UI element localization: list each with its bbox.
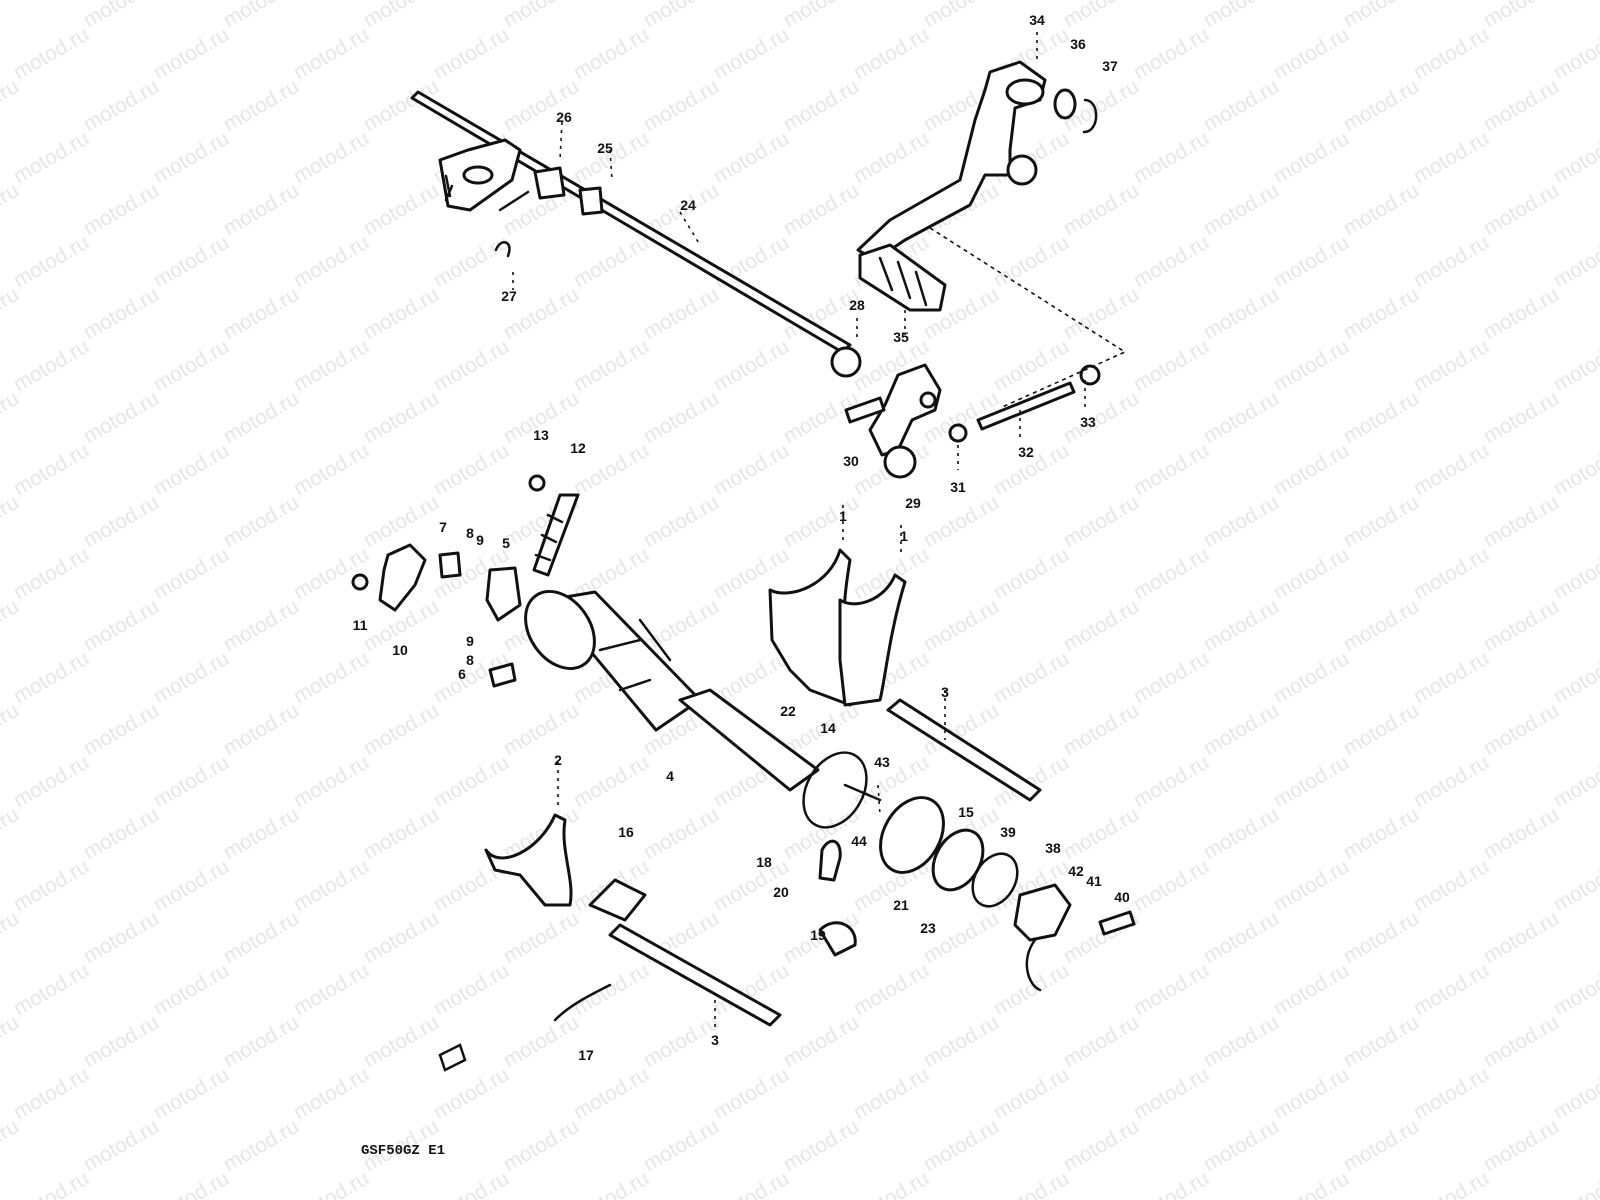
- part-number-label: 23: [920, 920, 936, 936]
- gearshift-cam-drum: [524, 590, 820, 792]
- part-number-label: 27: [501, 288, 517, 304]
- part-number-label: 16: [618, 824, 634, 840]
- part-number-label: 3: [711, 1032, 719, 1048]
- part-number-label: 33: [1080, 414, 1096, 430]
- part-number-label: 3: [941, 684, 949, 700]
- part-number-label: 19: [810, 927, 826, 943]
- part-number-label: 43: [874, 754, 890, 770]
- part-number-label: 41: [1086, 873, 1102, 889]
- part-number-label: 25: [597, 140, 613, 156]
- part-number-label: 39: [1000, 824, 1016, 840]
- leader-lines: [512, 32, 1086, 1030]
- cam-stopper-cluster: [802, 751, 1136, 992]
- diagram-code: GSF50GZ E1: [361, 1143, 446, 1159]
- gearshift-pedal: [856, 60, 1098, 312]
- part-number-label: 32: [1018, 444, 1034, 460]
- gearshift-shaft: [410, 90, 862, 378]
- part-number-label: 24: [680, 197, 696, 213]
- part-number-label: 28: [849, 297, 865, 313]
- return-spring: [438, 983, 612, 1072]
- part-number-label: 15: [958, 804, 974, 820]
- part-number-label: 38: [1045, 840, 1061, 856]
- part-number-label: 10: [392, 642, 408, 658]
- part-number-label: 31: [950, 479, 966, 495]
- part-number-label: 5: [502, 535, 510, 551]
- shift-link-assembly: [844, 227, 1127, 479]
- part-number-label: 11: [352, 617, 368, 633]
- stopper-parts: [351, 474, 580, 688]
- part-number-label: 21: [893, 897, 909, 913]
- part-number-label: 14: [820, 720, 836, 736]
- part-number-label: 12: [570, 440, 586, 456]
- part-number-label: 18: [756, 854, 772, 870]
- part-number-label: 37: [1102, 58, 1118, 74]
- part-number-label: 6: [458, 666, 466, 682]
- part-number-label: 2: [554, 752, 562, 768]
- part-number-label: 8: [466, 525, 474, 541]
- part-number-label: 9: [466, 633, 474, 649]
- part-number-label: 44: [851, 833, 867, 849]
- part-number-label: 8: [466, 652, 474, 668]
- part-number-label: 4: [666, 768, 674, 784]
- part-number-label: 34: [1029, 12, 1045, 28]
- shift-forks-upper: [768, 548, 1042, 802]
- part-number-label: 20: [773, 884, 789, 900]
- part-number-label: 35: [893, 329, 909, 345]
- part-number-label: 7: [439, 519, 447, 535]
- shift-fork-lower: [484, 813, 782, 1027]
- part-number-label: 13: [533, 427, 549, 443]
- part-number-label: 26: [556, 109, 572, 125]
- part-number-label: 22: [780, 703, 796, 719]
- part-number-label: 36: [1070, 36, 1086, 52]
- part-number-label: 29: [905, 495, 921, 511]
- part-number-label: 17: [578, 1047, 594, 1063]
- part-number-label: 9: [476, 532, 484, 548]
- part-number-label: 1: [900, 528, 908, 544]
- part-number-label: 30: [843, 453, 859, 469]
- part-number-label: 42: [1068, 863, 1084, 879]
- part-number-label: 1: [839, 508, 847, 524]
- part-number-label: 40: [1114, 889, 1130, 905]
